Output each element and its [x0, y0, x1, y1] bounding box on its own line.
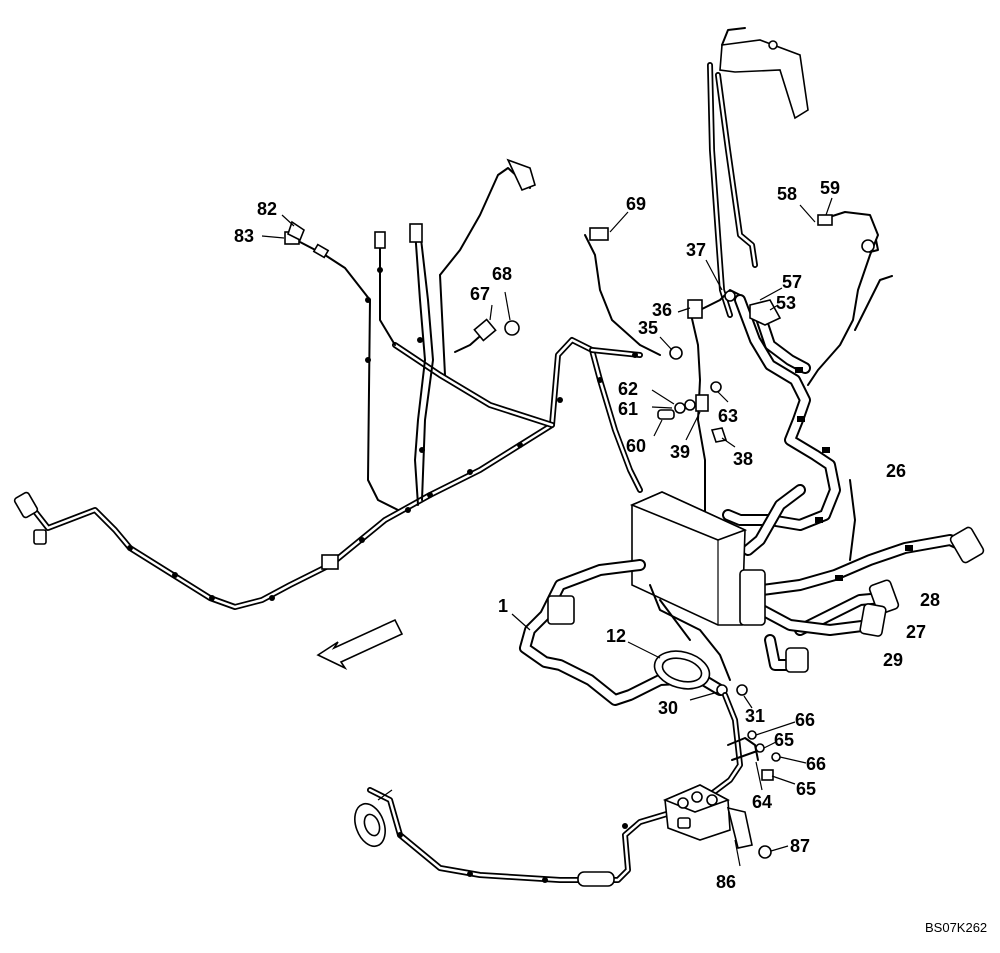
small-parts-cluster	[651, 289, 741, 521]
callout: 37	[686, 240, 706, 260]
callout: 61	[618, 399, 638, 419]
callout: 38	[733, 449, 753, 469]
branch-connector	[374, 231, 386, 249]
callout: 65	[774, 730, 794, 750]
lower-harness-clip	[577, 871, 615, 887]
part-68-grommet	[504, 320, 520, 336]
central-main-harness	[722, 294, 985, 673]
part-35-bolt	[669, 346, 683, 360]
left-main-harness	[13, 337, 643, 610]
small-plug	[312, 243, 330, 259]
callout: 35	[638, 318, 658, 338]
part-12-loop	[627, 641, 711, 690]
valve-block	[662, 784, 753, 867]
callout: 67	[470, 284, 490, 304]
part-65-upper	[755, 743, 765, 753]
part-61-washer	[674, 402, 686, 414]
valve-bracket	[726, 806, 753, 849]
callout: 12	[606, 626, 626, 646]
upper-bracket	[719, 39, 809, 120]
part-82-terminal	[287, 220, 305, 242]
top-connector	[506, 158, 536, 192]
callout: 66	[806, 754, 826, 774]
part-68-group	[489, 291, 520, 336]
callout: 63	[718, 406, 738, 426]
callout: 30	[658, 698, 678, 718]
callout: 27	[906, 622, 926, 642]
left-branch-wires	[299, 158, 536, 513]
callout: 36	[652, 300, 672, 320]
right-wires	[749, 197, 893, 561]
callout: 64	[752, 792, 772, 812]
connector-28	[949, 526, 985, 564]
upper-bracket-assembly	[705, 27, 809, 318]
branch-connector	[409, 223, 423, 243]
part-36-relay	[687, 299, 703, 319]
left-end-plug	[33, 529, 47, 545]
lower-harness	[367, 692, 743, 887]
callout: 28	[920, 590, 940, 610]
harness-clip	[321, 554, 339, 570]
callout: 83	[234, 226, 254, 246]
part-87	[758, 845, 789, 859]
part-62-nut	[684, 399, 696, 411]
callout: 82	[257, 199, 277, 219]
callout: 39	[670, 442, 690, 462]
front-arrow-icon	[316, 618, 404, 670]
callout: 59	[820, 178, 840, 198]
part-53-cover	[749, 299, 782, 326]
callout: 68	[492, 264, 512, 284]
part-65-lower	[761, 769, 774, 781]
callout: 65	[796, 779, 816, 799]
callout: 86	[716, 872, 736, 892]
callout: 62	[618, 379, 638, 399]
part-39-bracket	[695, 394, 709, 412]
harness-end-connector	[785, 647, 809, 673]
part-60-screw	[657, 409, 675, 420]
parts-30-31	[689, 684, 753, 709]
reference-code: BS07K262	[925, 920, 987, 935]
control-box	[629, 491, 766, 681]
connector-29	[859, 603, 887, 637]
left-end-connector	[13, 491, 39, 519]
callout: 1	[498, 596, 508, 616]
harness-1-connector	[547, 595, 575, 625]
callout: 31	[745, 706, 765, 726]
callout: 26	[886, 461, 906, 481]
callout: 57	[782, 272, 802, 292]
callout: 60	[626, 436, 646, 456]
part-63-nut	[710, 381, 722, 393]
callout-labels: 1 12 26 27 28 29 30 31 35 36 37 38 39 53…	[234, 178, 987, 935]
part-66-upper	[747, 730, 757, 740]
callout: 29	[883, 650, 903, 670]
callout: 66	[795, 710, 815, 730]
part-69-group	[584, 211, 661, 356]
harness-1	[511, 559, 726, 706]
parts-82-83	[261, 214, 305, 245]
horn	[354, 789, 393, 848]
parts-64-66	[727, 721, 807, 791]
part-66-lower	[771, 752, 781, 762]
callout: 53	[776, 293, 796, 313]
part-59-connector	[817, 214, 833, 226]
box-connector-block	[739, 569, 766, 626]
part-69-connector	[589, 227, 609, 241]
callout: 58	[777, 184, 797, 204]
sensor-67	[473, 318, 497, 342]
callout: 87	[790, 836, 810, 856]
callout: 69	[626, 194, 646, 214]
